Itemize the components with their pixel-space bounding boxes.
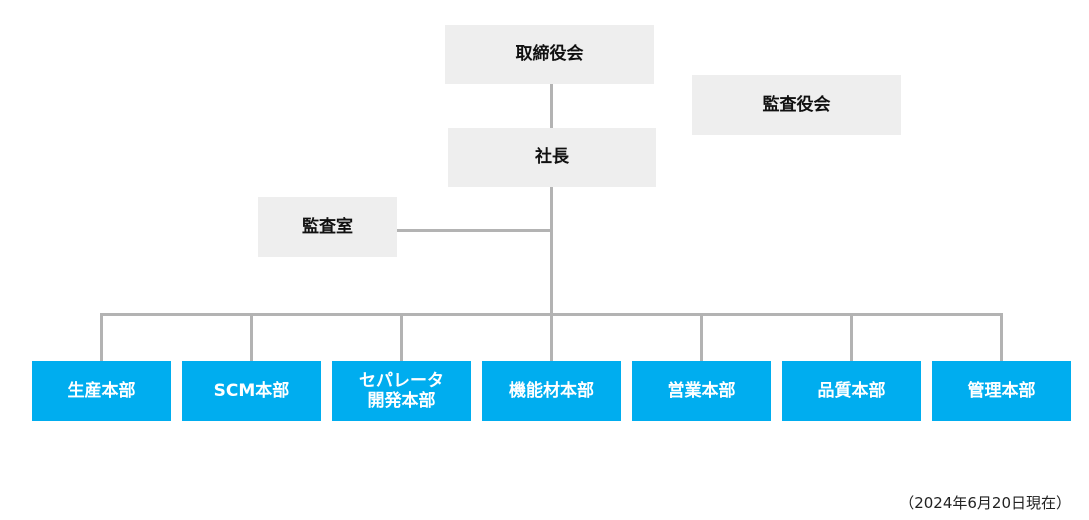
division-box: 品質本部 bbox=[782, 361, 921, 421]
audit-office-box: 監査室 bbox=[258, 197, 397, 257]
president-label: 社長 bbox=[535, 147, 569, 168]
connector-president-trunk bbox=[550, 186, 553, 363]
board-of-directors-box: 取締役会 bbox=[445, 25, 654, 84]
division-box: セパレータ 開発本部 bbox=[332, 361, 471, 421]
division-label-line1: セパレータ bbox=[359, 370, 444, 391]
division-box: 管理本部 bbox=[932, 361, 1071, 421]
division-label: 営業本部 bbox=[667, 380, 736, 401]
connector-audit-office bbox=[396, 229, 553, 232]
connector-division-drop bbox=[400, 313, 403, 362]
audit-board-box: 監査役会 bbox=[692, 75, 901, 135]
division-label: 機能材本部 bbox=[509, 380, 594, 401]
connector-division-drop bbox=[100, 313, 103, 362]
connector-division-drop bbox=[700, 313, 703, 362]
division-label: 管理本部 bbox=[967, 380, 1036, 401]
division-label: 生産本部 bbox=[67, 380, 136, 401]
division-label: 品質本部 bbox=[817, 380, 886, 401]
division-label: SCM本部 bbox=[213, 380, 290, 401]
audit-board-label: 監査役会 bbox=[762, 94, 831, 115]
division-box: 生産本部 bbox=[32, 361, 171, 421]
as-of-date-note: （2024年6月20日現在） bbox=[899, 494, 1071, 512]
president-box: 社長 bbox=[448, 128, 656, 187]
division-box: SCM本部 bbox=[182, 361, 321, 421]
connector-board-president bbox=[550, 84, 553, 128]
connector-division-drop bbox=[1000, 313, 1003, 362]
connector-division-drop bbox=[850, 313, 853, 362]
board-of-directors-label: 取締役会 bbox=[515, 44, 584, 65]
audit-office-label: 監査室 bbox=[302, 216, 353, 237]
division-box: 機能材本部 bbox=[482, 361, 621, 421]
division-box: 営業本部 bbox=[632, 361, 771, 421]
connector-division-drop bbox=[250, 313, 253, 362]
division-label-line2: 開発本部 bbox=[367, 391, 436, 411]
connector-division-bus bbox=[100, 313, 1003, 316]
